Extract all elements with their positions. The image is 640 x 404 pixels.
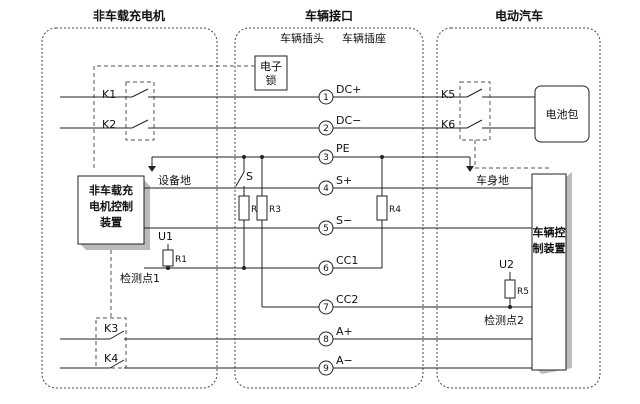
s-switch-blade (235, 171, 245, 187)
pin-3-name: PE (336, 142, 350, 155)
body-ground-arrow (466, 166, 474, 172)
tp1-dot (166, 266, 170, 270)
k2-switch-blade (131, 119, 149, 129)
electronic-lock-label-2: 锁 (266, 73, 277, 87)
pin-6: 6 CC1 (318, 254, 358, 276)
r4-label: R4 (389, 205, 401, 215)
vehicle-controller-label-1: 车辆控 (533, 225, 566, 239)
pin-7: 7 CC2 (318, 293, 358, 315)
pin-9: 9 A− (318, 354, 353, 376)
body-ground-label: 车身地 (476, 173, 509, 187)
k4-switch-blade (109, 359, 125, 369)
k1-k2-group (125, 81, 155, 141)
charger-controller-label-1: 非车载充 (89, 183, 133, 197)
pin-7-name: CC2 (336, 293, 358, 306)
k3-switch-blade (109, 330, 125, 340)
pin-5-name: S− (336, 214, 352, 227)
r2-resistor (238, 195, 250, 221)
socket-label: 车辆插座 (342, 31, 386, 45)
charger-frame (41, 27, 218, 389)
pin-5-number: 5 (323, 224, 329, 234)
r3-resistor (256, 195, 268, 221)
pin-9-number: 9 (323, 364, 329, 374)
test-point-2-label: 检测点2 (484, 313, 524, 327)
r5-resistor (504, 279, 516, 299)
u1-label: U1 (158, 230, 173, 243)
pin-3: 3 PE (318, 142, 350, 165)
k5-k6-group (459, 81, 491, 141)
r3-label: R3 (269, 205, 281, 215)
pin-4-number: 4 (323, 184, 329, 194)
pin-8-number: 8 (323, 335, 329, 345)
pin-6-number: 6 (323, 264, 329, 274)
k2-label: K2 (102, 118, 116, 131)
equipment-ground-label: 设备地 (158, 173, 191, 187)
charger-controller-label-3: 装置 (99, 215, 122, 229)
charger-controller-label-2: 电机控制 (89, 199, 133, 213)
electronic-lock-box (254, 55, 288, 91)
k4-label: K4 (104, 352, 118, 365)
k6-switch-blade (466, 119, 483, 129)
pin-6-name: CC1 (336, 254, 358, 267)
electronic-lock-label-1: 电子 (260, 60, 282, 73)
k5-switch-blade (466, 88, 483, 98)
r5-label: R5 (517, 287, 529, 297)
pin-7-number: 7 (323, 303, 329, 313)
k6-label: K6 (441, 118, 455, 131)
equipment-ground-arrow (148, 166, 156, 172)
s-switch-label: S (246, 170, 253, 183)
pin-2: 2 DC− (318, 114, 361, 136)
u2-label: U2 (499, 258, 514, 271)
r1-resistor (162, 249, 174, 267)
pin-5: 5 S− (318, 214, 352, 236)
pin-8-name: A+ (336, 325, 353, 338)
k1-label: K1 (102, 88, 116, 101)
pin-1-number: 1 (323, 93, 329, 103)
pin-2-number: 2 (323, 124, 329, 134)
pin-8: 8 A+ (318, 325, 353, 347)
cc1-junction (242, 266, 246, 270)
battery-pack-box (534, 85, 590, 143)
charger-controller-box (77, 175, 145, 245)
tp2-dot (508, 305, 512, 309)
vehicle-title: 电动汽车 (495, 8, 543, 23)
plug-label: 车辆插头 (280, 31, 324, 45)
interface-title: 车辆接口 (305, 8, 353, 23)
k1-switch-blade (131, 88, 149, 98)
pin-9-name: A− (336, 354, 353, 367)
pin-1: 1 DC+ (318, 83, 361, 105)
interface-frame (234, 27, 424, 389)
charger-title: 非车载充电机 (93, 8, 165, 23)
lock-linkage (93, 65, 255, 170)
k3-label: K3 (104, 322, 118, 335)
vehicle-frame (436, 27, 601, 389)
r4-resistor (376, 195, 388, 221)
k5-k6-linkage (474, 140, 552, 169)
pin-1-name: DC+ (336, 83, 361, 96)
pin-4-name: S+ (336, 174, 352, 187)
pin-3-number: 3 (323, 153, 329, 163)
k5-label: K5 (441, 88, 455, 101)
pin-2-name: DC− (336, 114, 361, 127)
battery-pack-label: 电池包 (546, 108, 579, 121)
vehicle-controller-box (531, 173, 567, 371)
vehicle-controller-label-2: 制装置 (533, 241, 566, 255)
r1-label: R1 (175, 255, 187, 265)
test-point-1-label: 检测点1 (120, 271, 160, 285)
pin-4: 4 S+ (318, 174, 352, 196)
